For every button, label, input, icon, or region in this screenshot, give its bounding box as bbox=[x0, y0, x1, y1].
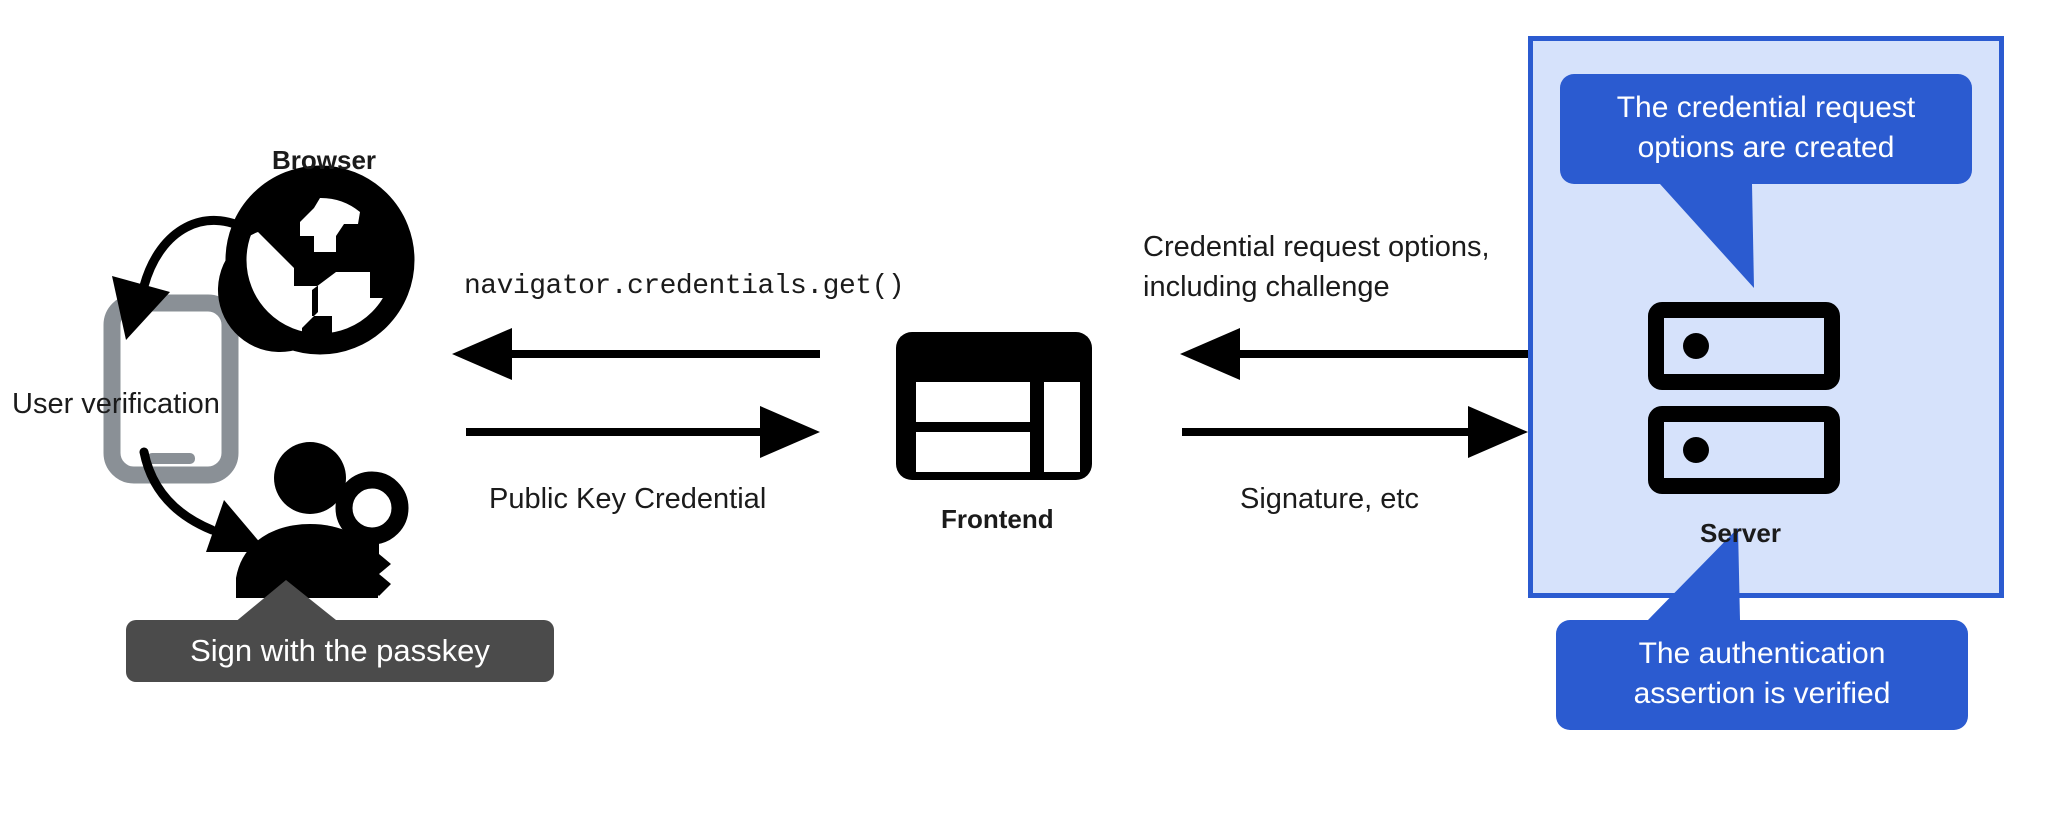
arrow-phone-to-user bbox=[139, 447, 268, 552]
callout-bottom-line1: The authentication bbox=[1638, 637, 1886, 670]
arrow-frontend-to-browser bbox=[452, 328, 820, 380]
arrow-browser-to-frontend bbox=[466, 406, 820, 458]
callout-authentication-assertion-verified: The authentication assertion is verified bbox=[1556, 620, 1968, 730]
arrow-browser-to-phone bbox=[112, 216, 253, 340]
callout-credential-request-options: The credential request options are creat… bbox=[1560, 74, 1972, 184]
user-verification-label: User verification bbox=[12, 388, 220, 420]
edge-label-navigator-credentials-get: navigator.credentials.get() bbox=[464, 271, 905, 302]
server-node-label: Server bbox=[1700, 518, 1781, 548]
edge-label-signature-etc: Signature, etc bbox=[1240, 483, 1419, 515]
globe-icon bbox=[217, 165, 415, 355]
browser-node-label: Browser bbox=[272, 145, 377, 175]
callout-top-line1: The credential request bbox=[1616, 91, 1916, 124]
webpage-layout-icon bbox=[896, 332, 1092, 480]
callout-top-line2: options are created bbox=[1637, 131, 1895, 164]
arrow-frontend-to-server bbox=[1182, 406, 1528, 458]
arrow-server-to-frontend bbox=[1180, 328, 1528, 380]
frontend-node-label: Frontend bbox=[941, 504, 1054, 534]
callout-bottom-line2: assertion is verified bbox=[1633, 677, 1891, 710]
edge-label-credential-request-options-line2: including challenge bbox=[1143, 271, 1390, 303]
tooltip-sign-with-the-passkey: Sign with the passkey bbox=[126, 620, 554, 682]
person-with-key-icon bbox=[236, 442, 409, 598]
edge-label-public-key-credential: Public Key Credential bbox=[489, 483, 767, 515]
edge-label-credential-request-options-line1: Credential request options, bbox=[1143, 231, 1490, 263]
